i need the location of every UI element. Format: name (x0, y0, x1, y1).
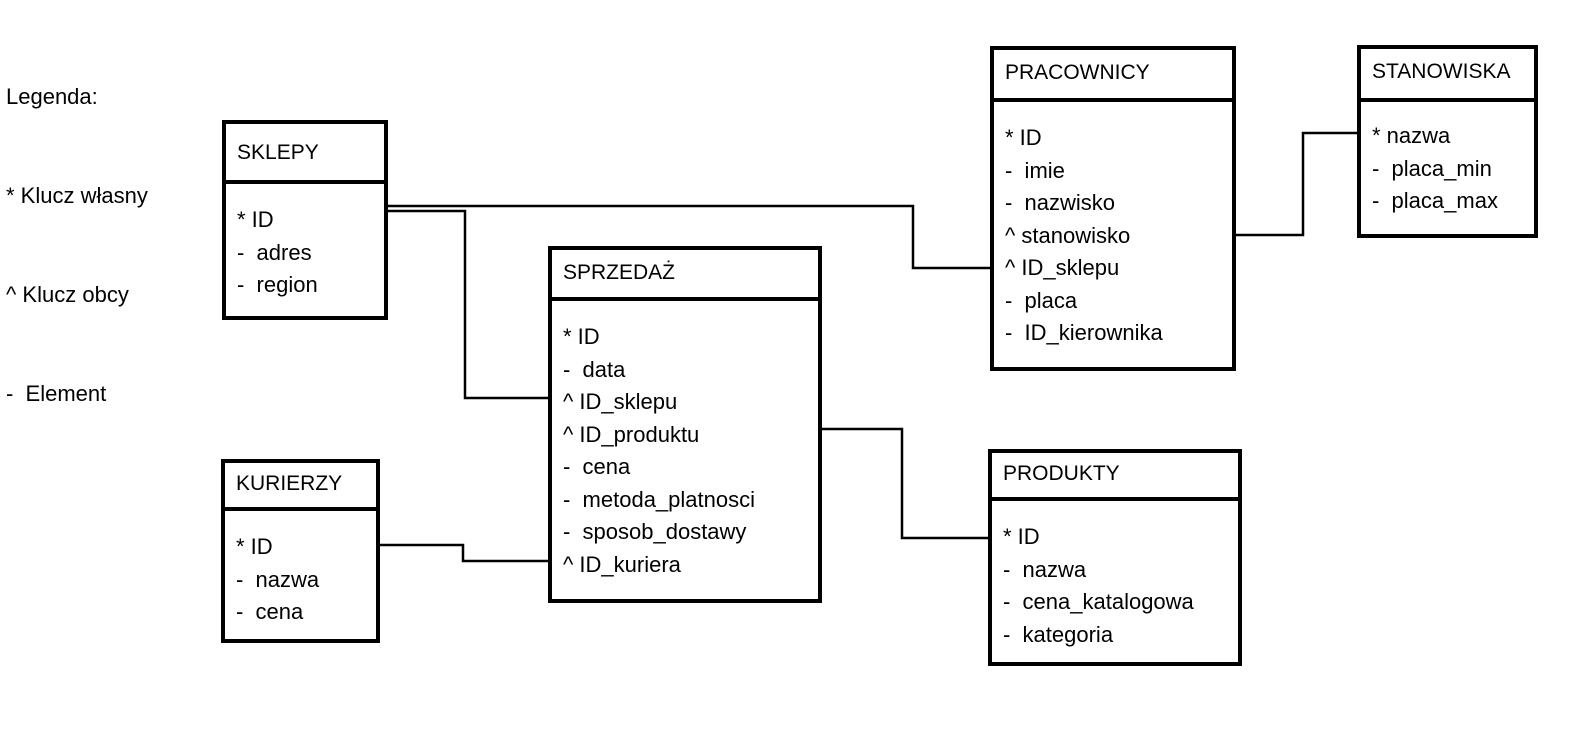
connector-sklepy-sprzedaz (388, 209, 548, 400)
field: * ID (236, 534, 273, 559)
entity-sprzedaz: SPRZEDAŻ * ID - data ^ ID_sklepu ^ ID_pr… (548, 246, 822, 603)
field: - nazwa (236, 566, 320, 592)
field: - placa_min (1372, 155, 1492, 181)
entity-stanowiska: STANOWISKA * nazwa - placa_min - placa_m… (1357, 45, 1538, 238)
field: - placa_max (1372, 188, 1498, 213)
entity-pracownicy: PRACOWNICY * ID - imie - nazwisko ^ stan… (990, 46, 1236, 371)
entity-title: PRODUKTY (992, 453, 1238, 501)
field: * ID (1005, 125, 1042, 150)
field: ^ ID_sklepu (1005, 255, 1120, 280)
field: - imie (1005, 157, 1065, 183)
entity-sklepy: SKLEPY * ID - adres - region (222, 120, 388, 320)
entity-fields: * nazwa - placa_min - placa_max (1361, 102, 1534, 218)
entity-produkty: PRODUKTY * ID - nazwa - cena_katalogowa … (988, 449, 1242, 666)
field: - metoda_platnosci (563, 486, 755, 512)
legend-line-foreign-key: ^ Klucz obcy (6, 282, 129, 307)
entity-title: PRACOWNICY (994, 50, 1232, 102)
entity-fields: * ID - imie - nazwisko ^ stanowisko ^ ID… (994, 102, 1232, 350)
entity-title: STANOWISKA (1361, 49, 1534, 102)
field: - nazwa (1003, 556, 1087, 582)
connector-sklepy-pracownicy (388, 204, 990, 270)
entity-kurierzy: KURIERZY * ID - nazwa - cena (221, 459, 380, 643)
field: * nazwa (1372, 123, 1451, 148)
field: - data (563, 356, 626, 382)
entity-fields: * ID - data ^ ID_sklepu ^ ID_produktu - … (552, 301, 818, 581)
field: - cena (236, 599, 304, 624)
entity-title: SPRZEDAŻ (552, 250, 818, 301)
field: - region (237, 272, 318, 297)
connector-sprzedaz-produkty (822, 427, 988, 540)
field: - adres (237, 239, 312, 265)
field: - ID_kierownika (1005, 320, 1163, 345)
legend-line-element: - Element (6, 381, 107, 406)
field: - cena (563, 454, 631, 479)
entity-title: KURIERZY (225, 463, 376, 511)
field: ^ stanowisko (1005, 222, 1131, 248)
connector-pracownicy-stanowiska (1236, 131, 1357, 237)
legend-line-own-key: * Klucz własny (6, 183, 148, 208)
field: ^ ID_produktu (563, 421, 700, 447)
field: - kategoria (1003, 621, 1114, 647)
field: ^ ID_sklepu (563, 389, 678, 414)
field: - placa (1005, 287, 1078, 313)
field: * ID (237, 207, 274, 232)
field: * ID (1003, 524, 1040, 549)
field: - sposob_dostawy (563, 519, 747, 544)
field: * ID (563, 324, 600, 349)
field: ^ ID_kuriera (563, 551, 681, 577)
field: - nazwisko (1005, 190, 1116, 215)
entity-fields: * ID - nazwa - cena_katalogowa - kategor… (992, 501, 1238, 651)
field: - cena_katalogowa (1003, 589, 1194, 614)
connector-kurierzy-sprzedaz (380, 543, 548, 563)
legend-title: Legenda: (6, 84, 98, 109)
legend: Legenda: * Klucz własny ^ Klucz obcy - E… (6, 14, 148, 443)
entity-fields: * ID - adres - region (226, 184, 384, 302)
entity-fields: * ID - nazwa - cena (225, 511, 376, 629)
entity-title: SKLEPY (226, 124, 384, 184)
